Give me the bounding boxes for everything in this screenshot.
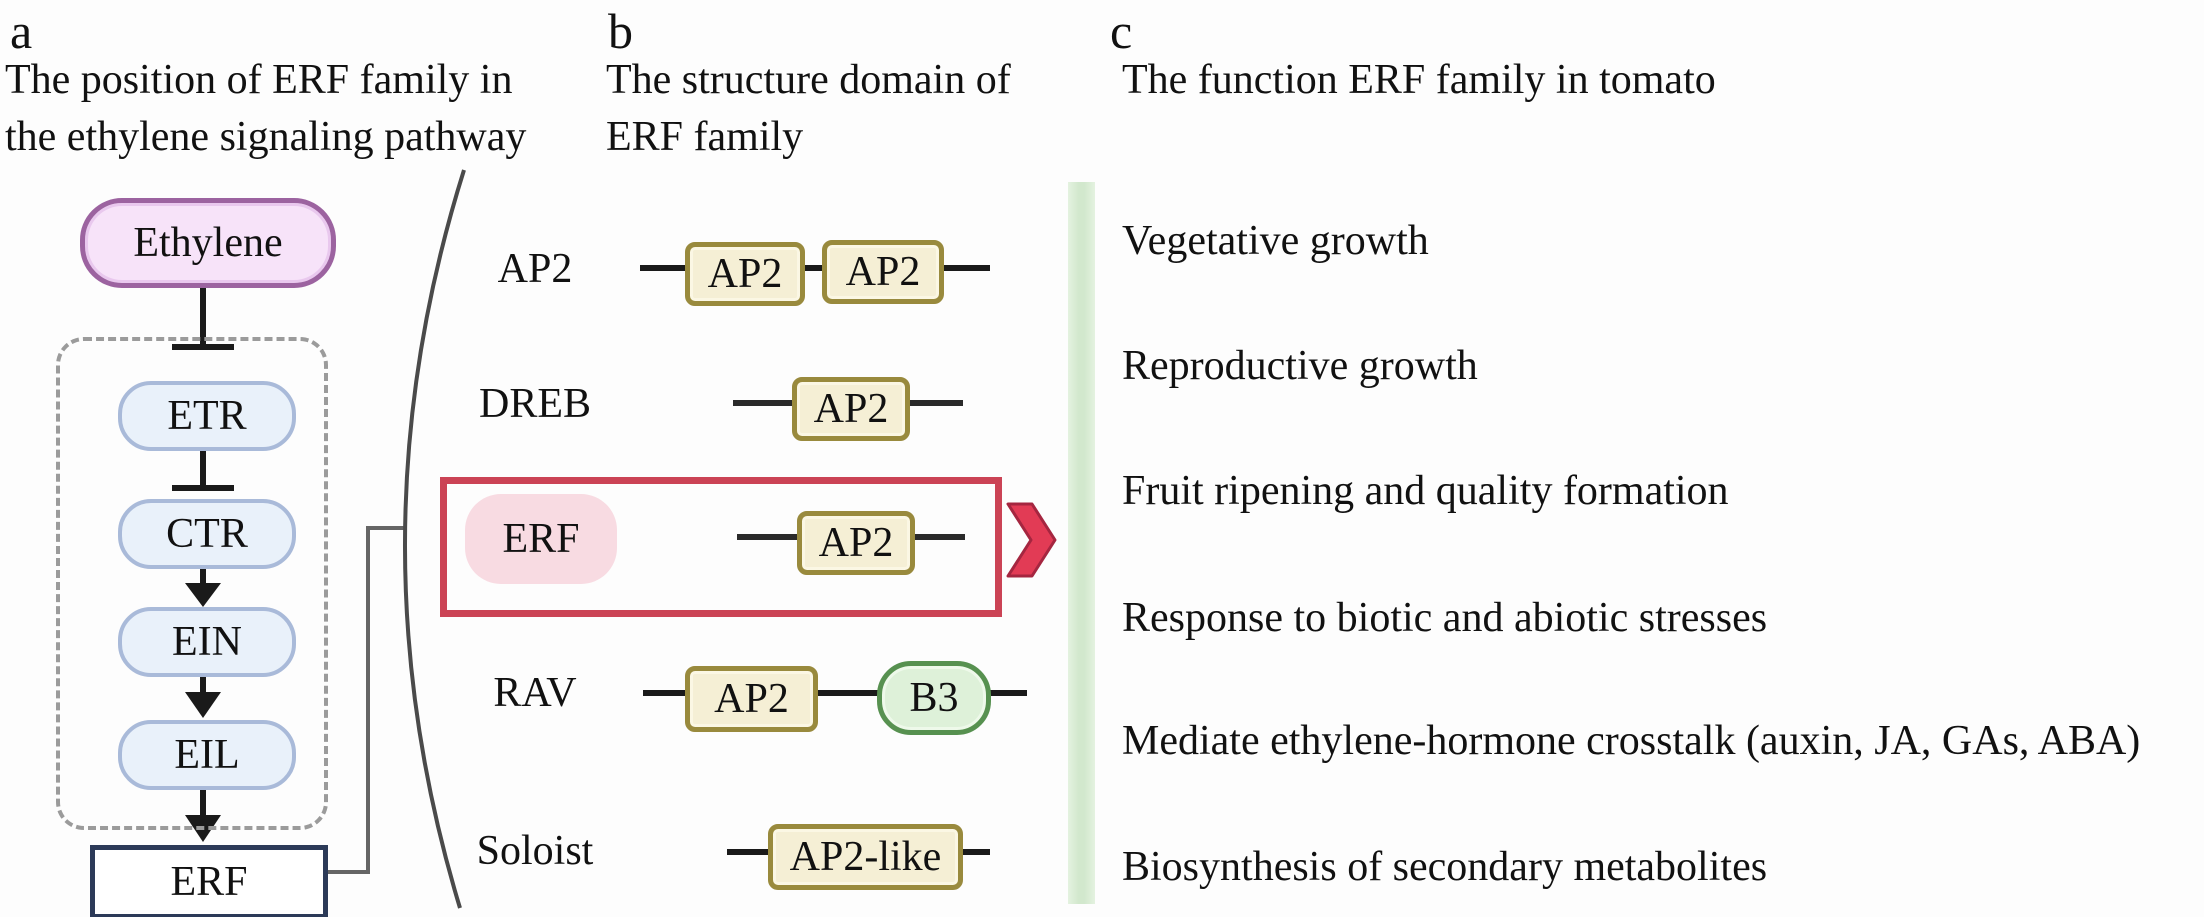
panel-b-title: The structure domain of ERF family xyxy=(606,52,1011,165)
arrow-down-icon xyxy=(185,692,221,718)
node-ethylene: Ethylene xyxy=(80,198,336,288)
domain-box-dreb-ap2: AP2 xyxy=(792,377,910,441)
node-erf-label: ERF xyxy=(170,859,248,905)
row-label-ap2: AP2 xyxy=(497,246,573,292)
node-ein: EIN xyxy=(118,607,296,677)
panel-a-title: The position of ERF family in the ethyle… xyxy=(5,52,526,165)
function-item-hormone-crosstalk: Mediate ethylene-hormone crosstalk (auxi… xyxy=(1122,718,2141,764)
panel-b-title-line1: The structure domain of xyxy=(606,57,1011,103)
function-item-fruit-ripening: Fruit ripening and quality formation xyxy=(1122,468,1729,514)
node-ethylene-label: Ethylene xyxy=(133,220,283,266)
domain-box-ap2-1: AP2 xyxy=(685,242,805,306)
node-eil: EIL xyxy=(118,720,296,790)
domain-box-erf-ap2: AP2 xyxy=(797,511,915,575)
receptor-group-box xyxy=(56,337,328,830)
node-ctr: CTR xyxy=(118,499,296,569)
domain-box-ap2-2: AP2 xyxy=(822,240,944,304)
domain-box-soloist-ap2like: AP2-like xyxy=(768,824,963,890)
function-item-stress-response: Response to biotic and abiotic stresses xyxy=(1122,595,1768,641)
node-eil-label: EIL xyxy=(174,732,240,778)
node-ctr-label: CTR xyxy=(166,511,248,557)
panel-a-letter: a xyxy=(10,3,33,59)
panel-b-title-line2: ERF family xyxy=(606,113,804,160)
row-label-soloist: Soloist xyxy=(476,828,594,874)
node-etr-label: ETR xyxy=(167,393,247,439)
function-item-secondary-metabolites: Biosynthesis of secondary metabolites xyxy=(1122,844,1768,890)
row-label-rav: RAV xyxy=(493,670,577,716)
erf-highlight-frame xyxy=(440,477,1002,617)
family-brace-arc xyxy=(403,169,466,909)
panel-b-letter: b xyxy=(608,3,633,59)
arrow-down-icon xyxy=(185,583,221,607)
panel-c-letter: c xyxy=(1110,3,1133,59)
row-label-dreb: DREB xyxy=(478,381,591,427)
function-item-vegetative: Vegetative growth xyxy=(1122,218,1429,264)
panel-a-title-line2: the ethylene signaling pathway xyxy=(5,113,527,160)
node-erf: ERF xyxy=(90,845,328,917)
connector-erf-to-family xyxy=(318,526,404,874)
erf-highlight-blob xyxy=(465,494,617,584)
node-ein-label: EIN xyxy=(172,619,242,665)
domain-box-rav-ap2: AP2 xyxy=(685,666,818,732)
panel-a-title-line1: The position of ERF family in xyxy=(5,57,513,103)
domain-box-rav-b3: B3 xyxy=(877,661,991,735)
chevron-right-icon xyxy=(1006,502,1057,578)
node-etr: ETR xyxy=(118,381,296,451)
function-item-reproductive: Reproductive growth xyxy=(1122,343,1478,389)
panel-c-title: The function ERF family in tomato xyxy=(1122,57,1716,103)
panel-separator-bar xyxy=(1068,182,1095,904)
row-label-erf: ERF xyxy=(502,516,580,562)
